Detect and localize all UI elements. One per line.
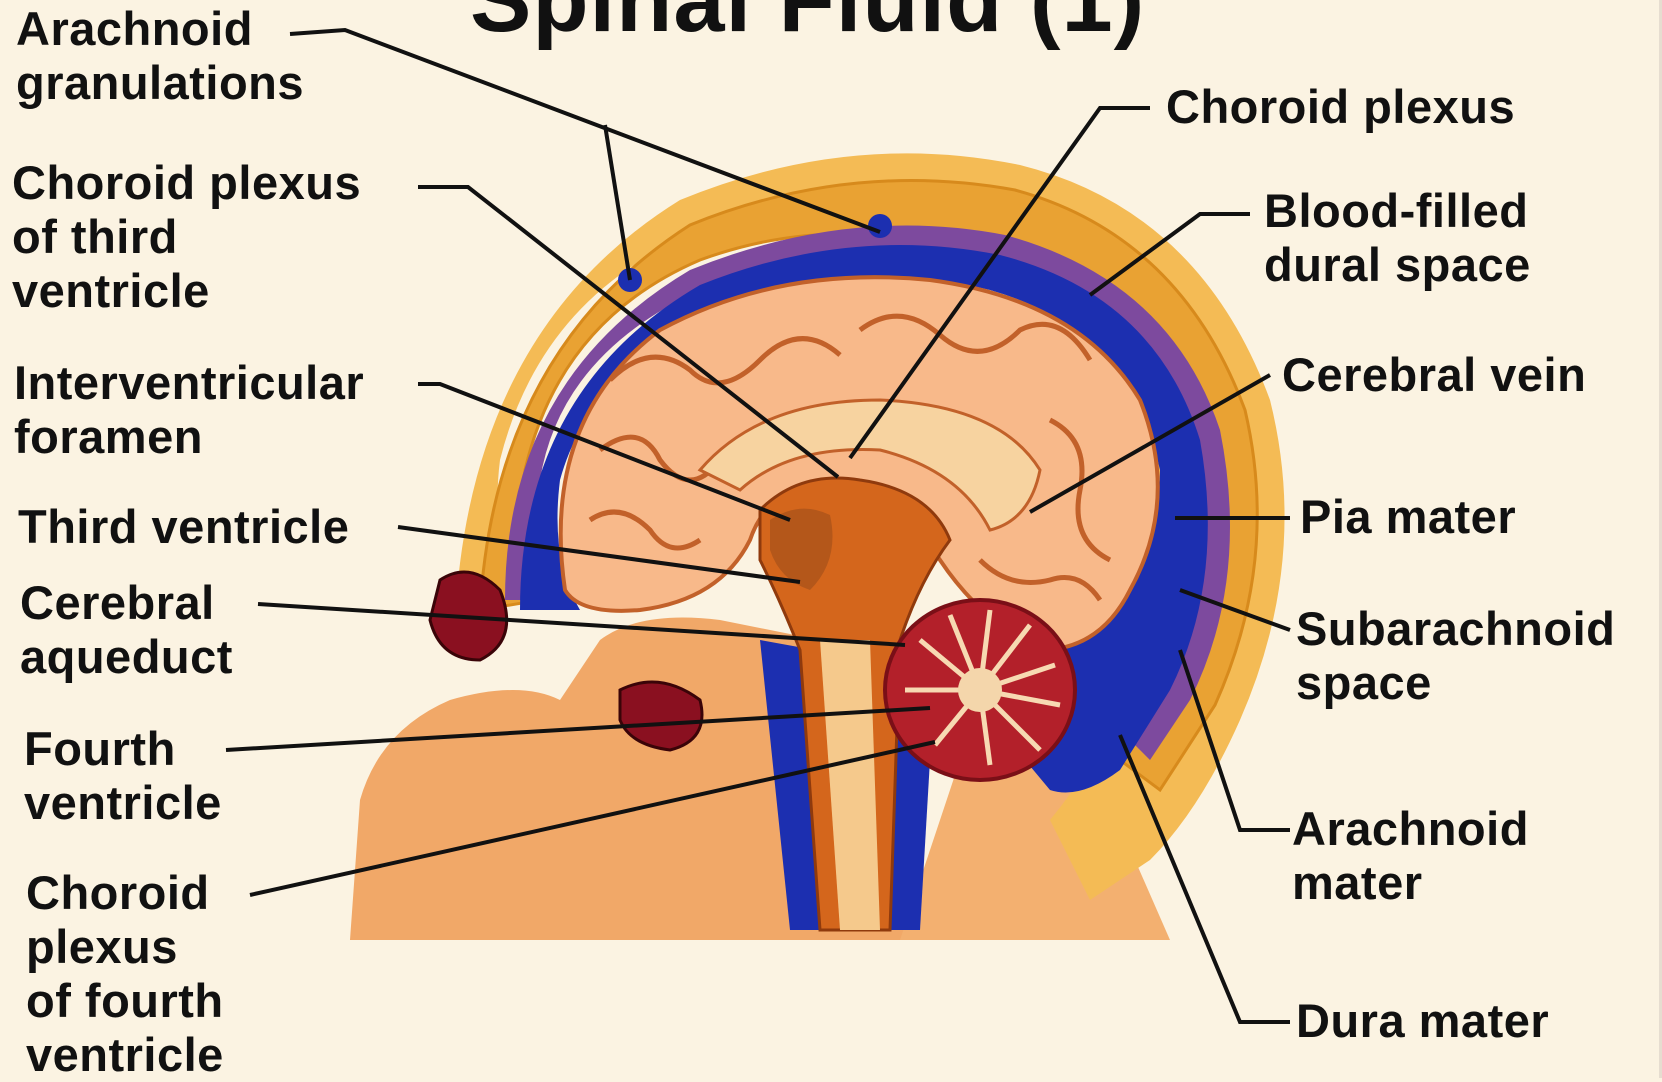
label-choroid-plexus-fourth-ventricle: Choroid plexus of fourth ventricle xyxy=(26,866,224,1082)
label-interventricular-foramen: Interventricular foramen xyxy=(14,356,364,464)
label-choroid-plexus-third-ventricle: Choroid plexus of third ventricle xyxy=(12,156,361,318)
label-arachnoid-granulations: Arachnoid granulations xyxy=(16,2,304,110)
label-cerebral-aqueduct: Cerebral aqueduct xyxy=(20,576,233,684)
label-dura-mater: Dura mater xyxy=(1296,994,1549,1048)
label-arachnoid-mater: Arachnoid mater xyxy=(1292,802,1529,910)
label-cerebral-vein: Cerebral vein xyxy=(1282,348,1586,402)
diagram-title: Spinal Fluid (1) xyxy=(470,0,1170,53)
label-choroid-plexus: Choroid plexus xyxy=(1166,80,1515,134)
label-fourth-ventricle: Fourth ventricle xyxy=(24,722,222,830)
label-subarachnoid-space: Subarachnoid space xyxy=(1296,602,1615,710)
granulation-2 xyxy=(868,214,892,238)
label-third-ventricle: Third ventricle xyxy=(18,500,349,554)
label-blood-filled-dural-space: Blood-filled dural space xyxy=(1264,184,1531,292)
label-pia-mater: Pia mater xyxy=(1300,490,1516,544)
